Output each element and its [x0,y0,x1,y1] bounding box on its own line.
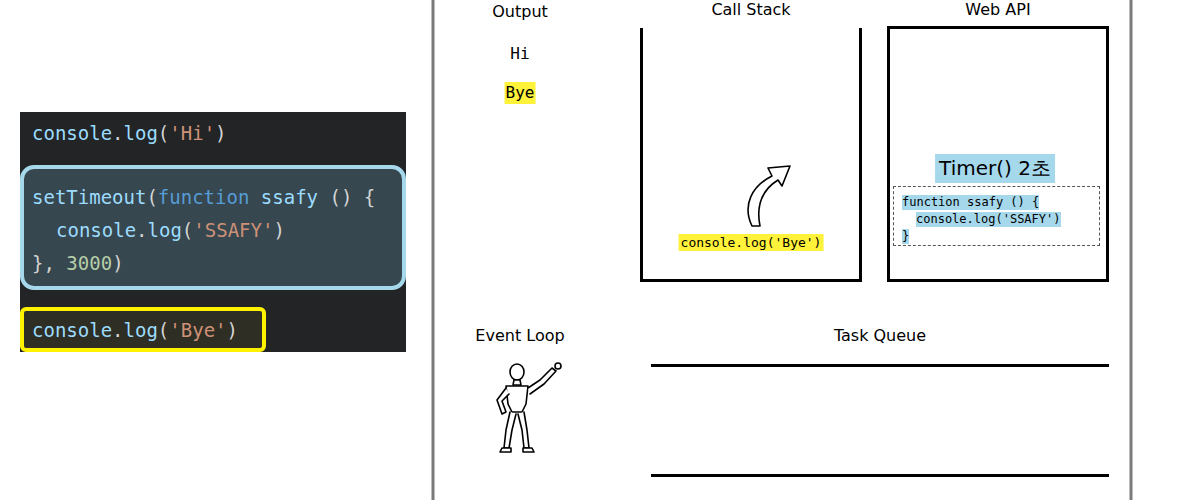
push-arrow [748,166,790,226]
section-label: Event Loop [475,326,564,345]
web-api: Web API Timer() 2초 function ssafy () { cons… [887,0,1109,282]
code-line: } [902,229,909,244]
separator-line [1130,0,1133,500]
code-line: console.log('SSAFY') [916,212,1061,227]
code-line: console.log('Hi') [32,120,227,146]
call-stack: Call Stack console.log('Bye') [640,0,862,282]
code-line: function ssafy () { [902,195,1039,210]
separator-line [432,0,435,500]
code-line: console.log('SSAFY') [32,214,392,247]
code-line: console.log('Bye') [32,316,254,344]
box-heading: Call Stack [640,0,862,19]
code-line: }, 3000) [32,247,392,280]
box-heading: Task Queue [651,326,1109,345]
task-queue: Task Queue [651,322,1109,482]
code-line: setTimeout(function ssafy () { [32,181,392,214]
code-panel: console.log('Hi') setTimeout(function ssa… [20,112,406,352]
output-highlight: Bye [505,82,536,104]
queue-lines [651,364,1109,477]
event-loop-figure [497,363,561,452]
timer-text: Timer() 2초 [935,154,1055,183]
settimeout-block: setTimeout(function ssafy () {console.lo… [20,165,406,290]
box-heading: Web API [887,0,1109,19]
timer-box: Timer() 2초 [935,154,1055,183]
output-text: Hi [510,44,529,63]
stack-frame: console.log('Bye') [679,234,824,251]
stack-item: console.log('Bye') [679,234,824,251]
section-label: Output [492,2,548,21]
callback-box: function ssafy () { console.log('SSAFY')} [893,186,1100,246]
output-text: Bye [505,82,536,104]
bye-block: console.log('Bye') [20,307,266,352]
